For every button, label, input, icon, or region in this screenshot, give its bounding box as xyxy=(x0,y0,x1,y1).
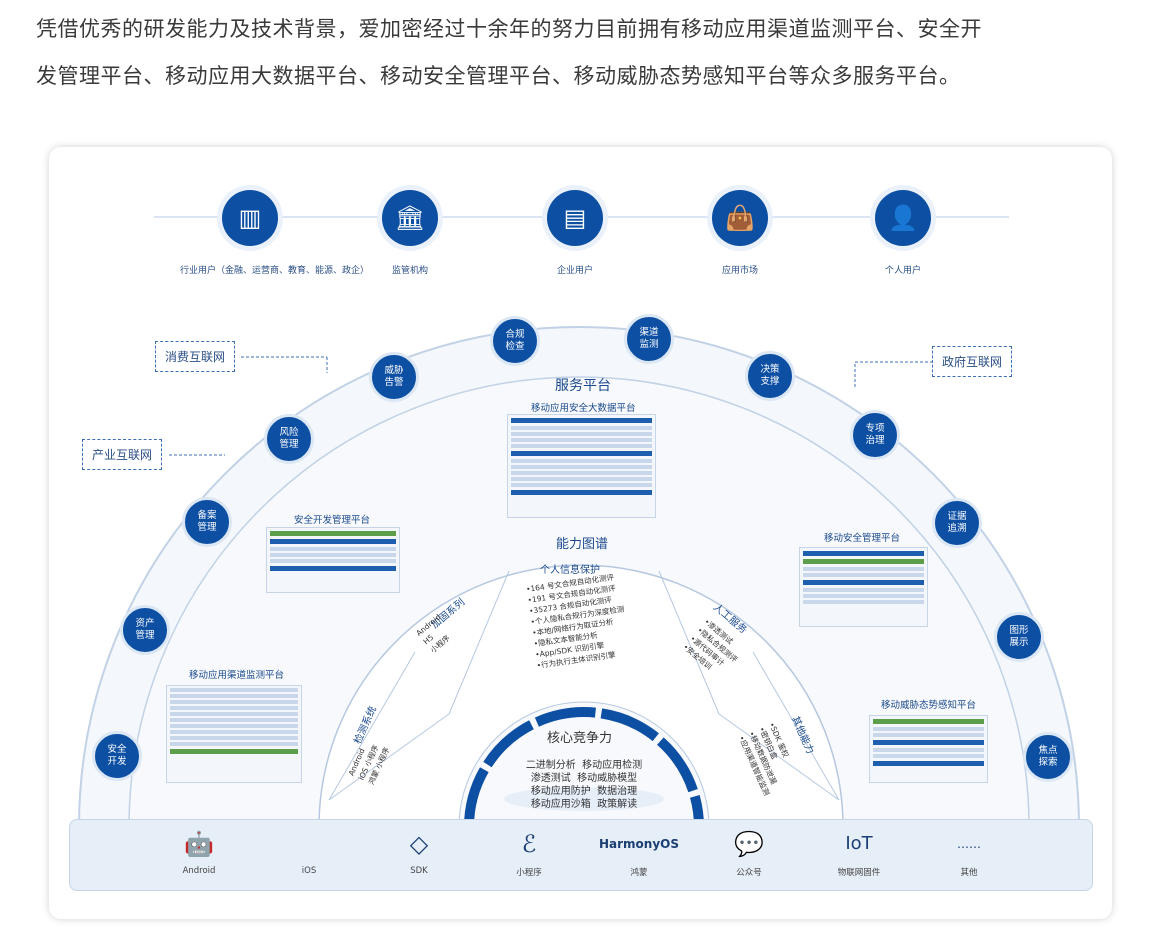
bank-icon: 🏛 xyxy=(382,190,438,246)
diagram-canvas xyxy=(78,216,1080,828)
platform-ios: iOS xyxy=(264,828,354,876)
platform-miniprogram: ℰ 小程序 xyxy=(484,828,574,878)
node-decision: 决策 支撑 xyxy=(745,351,795,401)
dev-platform-thumbnail xyxy=(266,527,400,593)
core-item: 数据治理 xyxy=(597,786,638,797)
tag-industry-internet: 产业互联网 xyxy=(82,439,163,470)
platform-sdk: ◇ SDK xyxy=(374,828,464,876)
more-icon: …… xyxy=(957,837,981,851)
core-item: 政策解读 xyxy=(597,799,638,810)
channel-platform-thumbnail xyxy=(166,685,302,783)
core-item: 移动应用防护 xyxy=(530,786,591,797)
building-icon: ▥ xyxy=(222,190,278,246)
service-platform-title: 服务平台 xyxy=(555,378,611,394)
supported-platforms-bar: 🤖 Android iOS ◇ SDK ℰ 小程序 HarmonyOS 鸿蒙 💬… xyxy=(69,819,1093,891)
platform-label: 小程序 xyxy=(516,868,542,878)
platform-label: 公众号 xyxy=(736,868,762,878)
threat-platform-thumbnail xyxy=(869,715,988,783)
platform-label: iOS xyxy=(301,866,317,876)
node-graph: 图形 展示 xyxy=(994,612,1044,662)
platform-label: Android xyxy=(182,866,216,876)
user-app-market: 👜 应用市场 xyxy=(670,185,810,276)
platform-wechat: 💬 公众号 xyxy=(704,828,794,878)
intro-line-1: 凭借优秀的研发能力及技术背景，爱加密经过十余年的努力目前拥有移动应用渠道监测平台… xyxy=(36,17,982,41)
tag-government-internet: 政府互联网 xyxy=(932,346,1013,377)
miniprogram-icon: ℰ xyxy=(521,830,537,858)
user-label: 行业用户（金融、运营商、教育、能源、政企） xyxy=(180,266,370,276)
threat-platform-title: 移动威胁态势感知平台 xyxy=(881,700,977,711)
user-card-icon: 👤 xyxy=(875,190,931,246)
big-data-platform-title: 移动应用安全大数据平台 xyxy=(531,403,636,414)
core-competence-title: 核心竞争力 xyxy=(547,731,613,746)
node-channel-monitor: 渠道 监测 xyxy=(624,314,674,364)
channel-platform-title: 移动应用渠道监测平台 xyxy=(189,670,285,681)
dev-platform-title: 安全开发管理平台 xyxy=(294,515,371,526)
platform-label: 其他 xyxy=(960,868,978,878)
platform-label: SDK xyxy=(410,866,428,876)
core-item: 移动威胁模型 xyxy=(577,773,638,784)
apple-icon xyxy=(264,828,354,860)
platform-android: 🤖 Android xyxy=(154,828,244,876)
platform-label: 物联网固件 xyxy=(837,868,881,878)
core-competence-list: 二进制分析 移动应用检测 渗透测试 移动威胁模型 移动应用防护 数据治理 移动应… xyxy=(519,759,649,811)
android-icon: 🤖 xyxy=(184,830,214,858)
intro-paragraph: 凭借优秀的研发能力及技术背景，爱加密经过十余年的努力目前拥有移动应用渠道监测平台… xyxy=(36,6,1136,100)
segment-title-privacy: 个人信息保护 xyxy=(540,565,600,576)
node-asset-mgmt: 资产 管理 xyxy=(120,605,170,655)
intro-line-2: 发管理平台、移动应用大数据平台、移动安全管理平台、移动威胁态势感知平台等众多服务… xyxy=(36,64,961,88)
user-regulator: 🏛 监管机构 xyxy=(340,185,480,276)
node-filing-mgmt: 备案 管理 xyxy=(182,497,232,547)
segment-list-privacy: •164 号文合规自动化测评 •191 号文合规自动化测评 •35273 合规自… xyxy=(525,571,631,671)
user-label: 监管机构 xyxy=(391,266,428,276)
user-personal: 👤 个人用户 xyxy=(833,185,973,276)
user-label: 应用市场 xyxy=(721,266,758,276)
platform-iot: IoT 物联网固件 xyxy=(814,828,904,878)
iot-icon: IoT xyxy=(845,833,873,854)
core-item: 二进制分析 xyxy=(525,760,576,771)
node-evidence: 证据 追溯 xyxy=(932,498,982,548)
platform-harmonyos: HarmonyOS 鸿蒙 xyxy=(594,828,684,878)
core-item: 移动应用沙箱 xyxy=(530,799,591,810)
platform-other: …… 其他 xyxy=(924,828,1014,878)
core-item: 移动应用检测 xyxy=(582,760,643,771)
node-threat-alert: 威胁 告警 xyxy=(369,352,419,402)
platform-label: 鸿蒙 xyxy=(630,868,648,878)
node-focus: 焦点 探索 xyxy=(1023,732,1073,782)
mobile-security-platform-thumbnail xyxy=(799,547,928,627)
big-data-platform-thumbnail xyxy=(507,414,656,518)
architecture-diagram: ▥ 行业用户（金融、运营商、教育、能源、政企） 🏛 监管机构 ▤ 企业用户 👜 … xyxy=(49,147,1112,919)
wechat-icon: 💬 xyxy=(734,830,764,858)
user-label: 个人用户 xyxy=(884,266,921,276)
node-special: 专项 治理 xyxy=(850,410,900,460)
node-secure-dev: 安全 开发 xyxy=(92,731,142,781)
sdk-icon: ◇ xyxy=(409,830,429,858)
document-icon: ▤ xyxy=(547,190,603,246)
harmonyos-icon: HarmonyOS xyxy=(598,837,679,851)
capability-map-title: 能力图谱 xyxy=(556,537,609,552)
node-risk-mgmt: 风险 管理 xyxy=(264,414,314,464)
core-item: 渗透测试 xyxy=(530,773,571,784)
user-industry: ▥ 行业用户（金融、运营商、教育、能源、政企） xyxy=(180,185,370,276)
mobile-security-platform-title: 移动安全管理平台 xyxy=(824,533,901,544)
node-compliance: 合规 检查 xyxy=(490,316,540,366)
user-label: 企业用户 xyxy=(556,266,593,276)
shopping-bag-icon: 👜 xyxy=(712,190,768,246)
tag-consumer-internet: 消费互联网 xyxy=(155,341,236,372)
user-enterprise: ▤ 企业用户 xyxy=(505,185,645,276)
